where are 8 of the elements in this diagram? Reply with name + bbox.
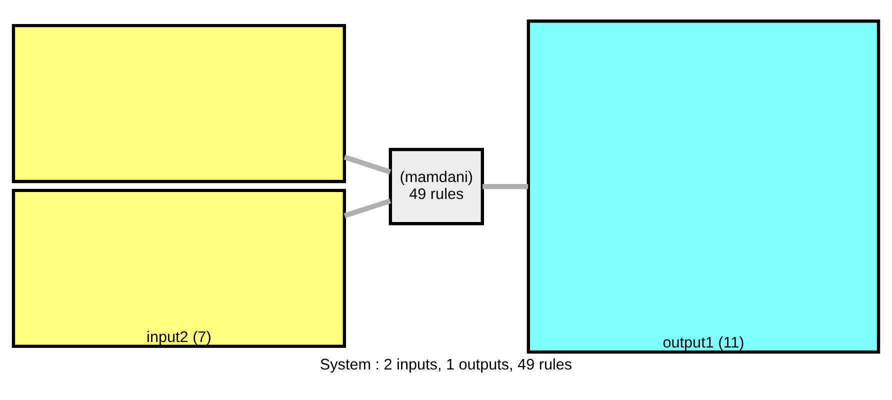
connector (344, 154, 392, 174)
connector (482, 184, 528, 190)
node-box (12, 24, 346, 184)
caption: System : 2 inputs, 1 outputs, 49 rules (320, 356, 572, 374)
node-box: (mamdani) 49 rules (388, 148, 484, 226)
connector (344, 198, 392, 218)
node-box: input2 (7) (12, 188, 346, 348)
node-box: output1 (11) (526, 20, 880, 354)
